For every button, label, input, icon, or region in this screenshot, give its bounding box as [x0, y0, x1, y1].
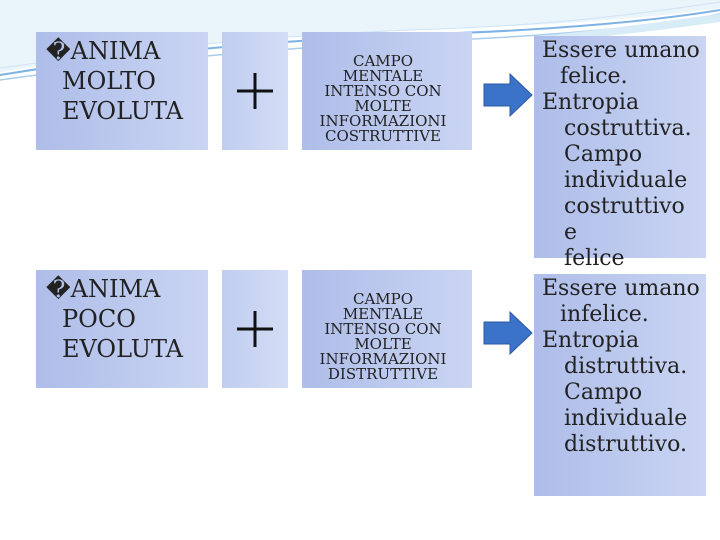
result-line-1: Essere umano — [542, 38, 702, 64]
campo-box-costruttive: CAMPO MENTALE INTENSO CON MOLTE INFORMAZ… — [302, 32, 472, 150]
result-box-infelice: Essere umano infelice. Entropia distrutt… — [534, 274, 706, 496]
result-line-1: Essere umano — [542, 276, 702, 302]
result-line-6: individuale — [542, 406, 702, 432]
result-line-7: distruttivo. — [542, 432, 702, 458]
campo-box-distruttive: CAMPO MENTALE INTENSO CON MOLTE INFORMAZ… — [302, 270, 472, 388]
campo-line-1: CAMPO MENTALE — [312, 54, 454, 84]
result-line-6: individuale — [542, 168, 702, 194]
anima-line-1: �ANIMA — [46, 36, 202, 66]
anima-line-1: �ANIMA — [46, 274, 202, 304]
result-line-8: felice — [542, 246, 702, 272]
result-line-2: infelice. — [542, 302, 702, 328]
anima-line-3: EVOLUTA — [46, 96, 202, 126]
result-line-2: felice. — [542, 64, 702, 90]
campo-line-5: DISTRUTTIVE — [312, 367, 454, 382]
campo-line-5: COSTRUTTIVE — [312, 129, 454, 144]
result-line-3: Entropia — [542, 328, 702, 354]
result-line-4: distruttiva. — [542, 354, 702, 380]
campo-line-1: CAMPO MENTALE — [312, 292, 454, 322]
anima-box-molto-evoluta: �ANIMA MOLTO EVOLUTA — [36, 32, 208, 150]
plus-box-1 — [222, 32, 288, 150]
anima-line-2: MOLTO — [46, 66, 202, 96]
result-line-3: Entropia — [542, 90, 702, 116]
result-line-5: Campo — [542, 142, 702, 168]
right-arrow-icon — [482, 310, 534, 356]
anima-line-3: EVOLUTA — [46, 334, 202, 364]
plus-box-2 — [222, 270, 288, 388]
result-line-5: Campo — [542, 380, 702, 406]
plus-icon — [235, 71, 275, 111]
right-arrow-icon — [482, 72, 534, 118]
result-line-4: costruttiva. — [542, 116, 702, 142]
result-box-felice: Essere umano felice. Entropia costruttiv… — [534, 36, 706, 258]
anima-line-2: POCO — [46, 304, 202, 334]
result-line-7: costruttivo e — [542, 194, 702, 246]
anima-box-poco-evoluta: �ANIMA POCO EVOLUTA — [36, 270, 208, 388]
plus-icon — [235, 309, 275, 349]
